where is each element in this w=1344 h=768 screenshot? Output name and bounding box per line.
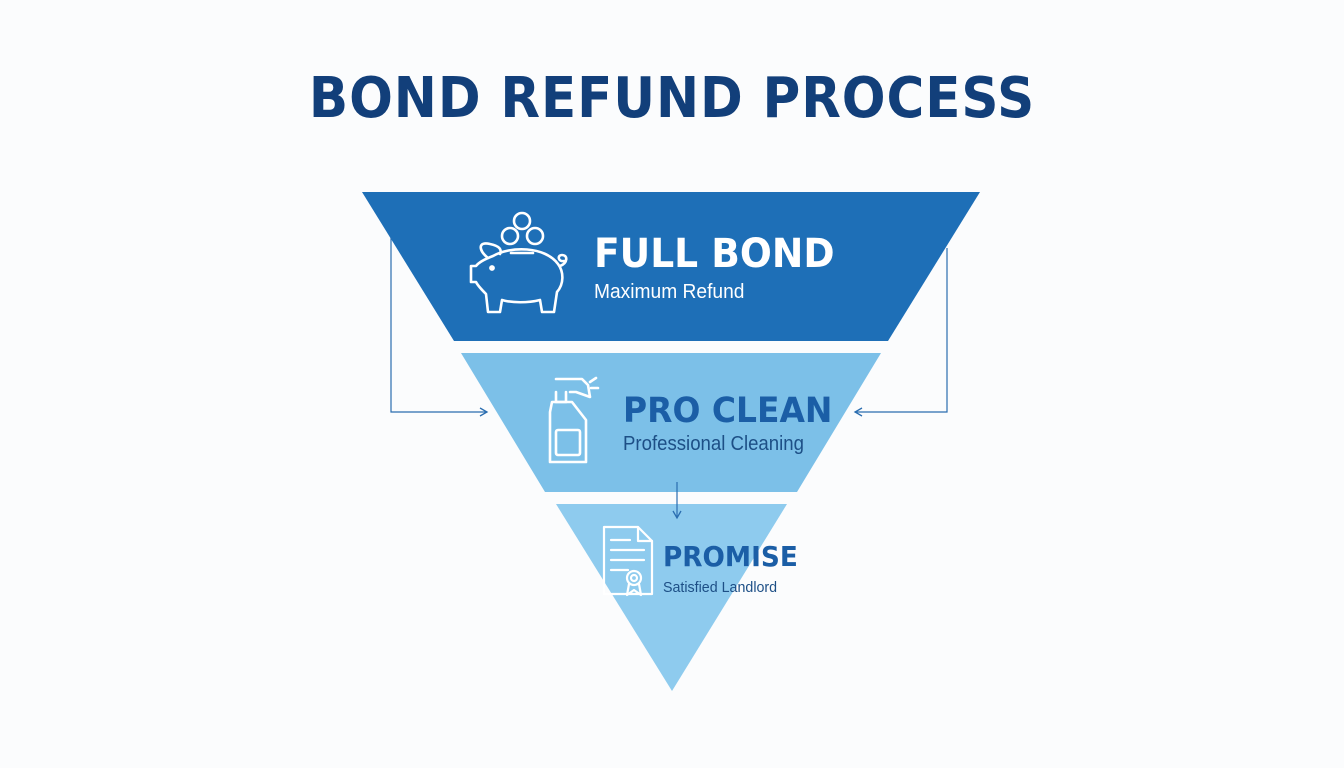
connector-right-arrow — [853, 248, 948, 417]
spray-bottle-icon — [548, 376, 600, 464]
piggy-bank-icon — [469, 211, 568, 314]
tier-3-subtitle: Satisfied Landlord — [663, 579, 778, 596]
tier-2-title: PRO CLEAN — [623, 391, 833, 431]
diagram-title: BOND REFUND PROCESS — [308, 66, 1036, 131]
tier-1-title: FULL BOND — [594, 231, 835, 277]
connector-left-arrow — [390, 238, 489, 417]
tier-pro-clean — [461, 353, 881, 492]
certificate-icon — [602, 525, 654, 597]
tier-2-subtitle: Professional Cleaning — [623, 433, 804, 455]
tier-full-bond — [362, 192, 980, 341]
tier-3-title: PROMISE — [663, 540, 798, 573]
tier-1-subtitle: Maximum Refund — [594, 281, 745, 303]
